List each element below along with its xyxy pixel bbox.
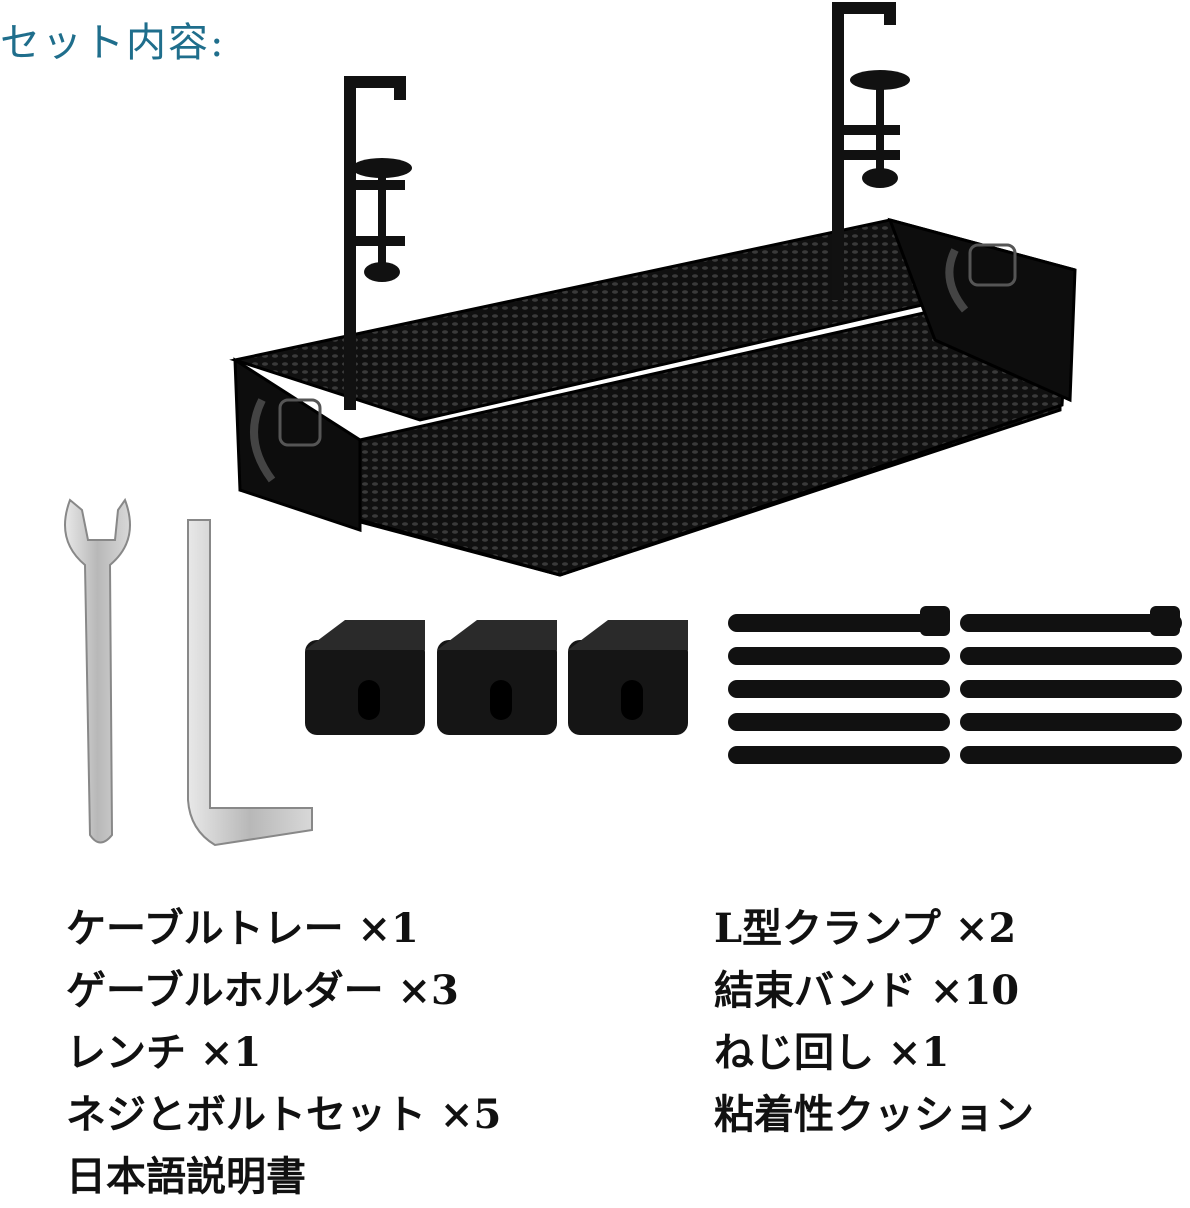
list-item: ゲーブルホルダー ×3 (66, 967, 459, 1014)
list-item: ケーブルトレー ×1 (66, 905, 419, 952)
cable-holders-illustration (305, 620, 688, 735)
list-item: 粘着性クッション (714, 1091, 1034, 1138)
hex-key-illustration (187, 519, 313, 847)
contents-list-left: ケーブルトレー ×1 ゲーブルホルダー ×3 レンチ ×1 ネジとボルトセット … (66, 898, 501, 1208)
product-illustration (64, 2, 1182, 847)
list-item: ねじ回し ×1 (714, 1029, 950, 1076)
list-item: 結束バンド ×10 (714, 967, 1020, 1014)
list-item: ネジとボルトセット ×5 (66, 1091, 502, 1138)
wrench-illustration (64, 497, 131, 844)
page-title: セット内容: (0, 20, 226, 66)
list-item: 日本語説明書 (66, 1153, 306, 1200)
cable-ties-illustration (728, 606, 1182, 764)
list-item: レンチ ×1 (66, 1029, 262, 1076)
contents-list-right: L型クランプ ×2 結束バンド ×10 ねじ回し ×1 粘着性クッション (714, 898, 1034, 1146)
list-item: L型クランプ ×2 (714, 905, 1017, 952)
cable-tray-illustration (229, 2, 1077, 577)
